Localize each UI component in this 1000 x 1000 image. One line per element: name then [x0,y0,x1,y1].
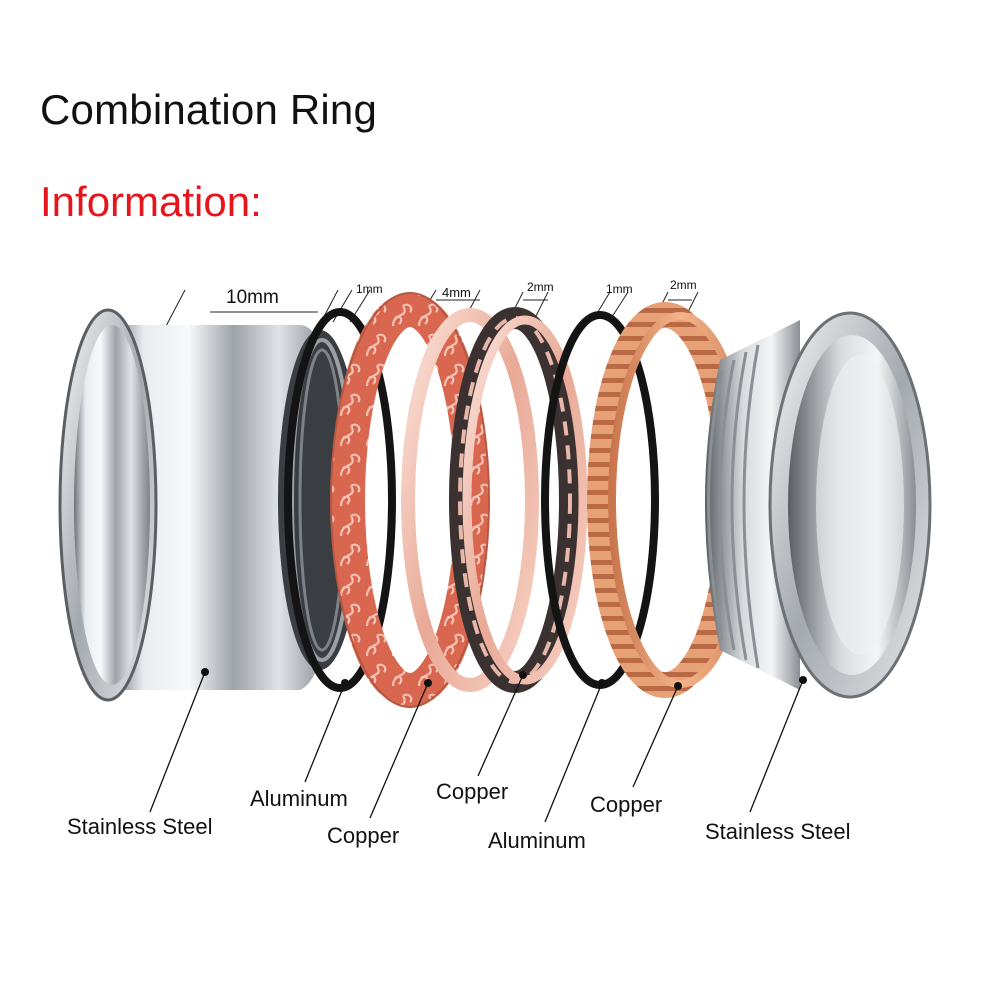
dimension-label: 2mm [527,280,554,294]
stainless-steel-shell-ring [58,308,362,702]
stainless-steel-inner-ring [705,311,932,699]
material-label-stainless-steel: Stainless Steel [705,819,851,844]
information-heading: Information: [40,178,262,225]
material-leader-dots [201,668,807,690]
copper-infinity-ring [449,307,588,693]
material-label-aluminum: Aluminum [488,828,586,853]
dimension-label: 10mm [226,287,279,308]
aluminum-ring-1 [284,308,396,692]
material-label-copper: Copper [327,823,399,848]
material-label-copper: Copper [590,792,662,817]
copper-filigree-ring [330,292,490,708]
dimension-label: 1mm [606,282,633,296]
page-title: Combination Ring [40,86,378,133]
material-label-copper: Copper [436,779,508,804]
dimension-label: 1mm [356,282,383,296]
material-label-stainless-steel: Stainless Steel [67,814,213,839]
material-leader-lines [149,671,804,823]
copper-rose-ring [401,308,539,692]
dimension-label: 2mm [670,278,697,292]
dimension-label: 4mm [442,285,471,300]
material-label-aluminum: Aluminum [250,786,348,811]
